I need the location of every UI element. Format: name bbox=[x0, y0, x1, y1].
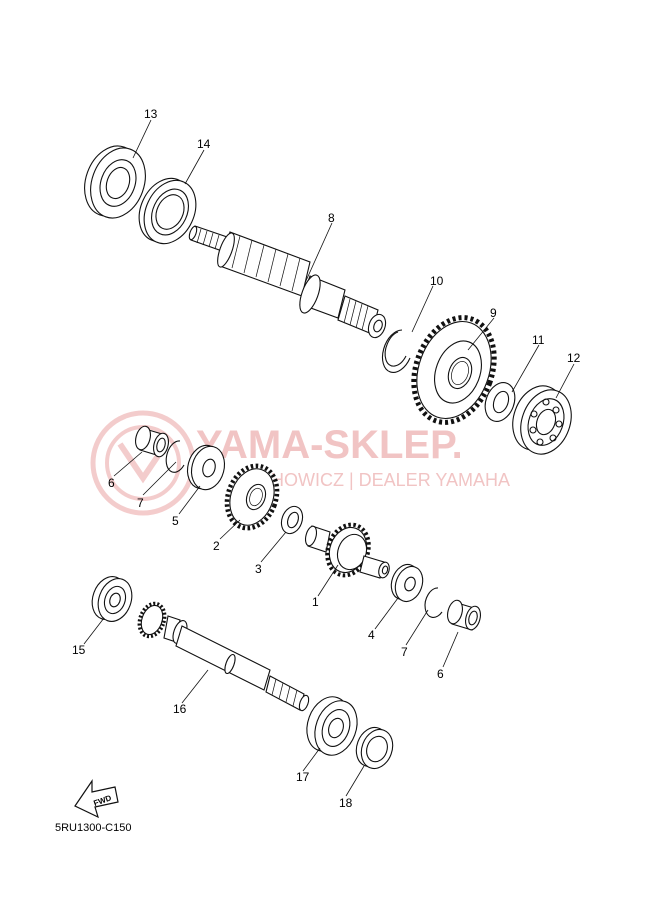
seal-18 bbox=[355, 726, 394, 770]
watermark-subtitle: CHOWICZ | DEALER YAMAHA bbox=[258, 470, 510, 490]
circlip-7-lower bbox=[424, 587, 443, 618]
bearing-12 bbox=[512, 385, 572, 455]
callout-5: 5 bbox=[172, 514, 179, 528]
callout-7-upper: 7 bbox=[137, 496, 144, 510]
bearing-17 bbox=[306, 696, 358, 756]
washer-5 bbox=[186, 444, 226, 491]
callout-10: 10 bbox=[430, 274, 444, 288]
callout-labels: 13 14 8 10 9 11 12 6 7 5 2 3 1 4 7 6 15 … bbox=[72, 107, 581, 810]
callout-3: 3 bbox=[255, 562, 262, 576]
axle-8 bbox=[188, 225, 387, 339]
bearing-13 bbox=[84, 145, 146, 219]
needle-bearing-6-lower bbox=[447, 599, 481, 631]
callout-16: 16 bbox=[173, 702, 187, 716]
circlip-10 bbox=[381, 329, 411, 373]
fwd-arrow-icon: FWD bbox=[74, 779, 119, 819]
circlip-7-upper bbox=[165, 440, 185, 473]
oil-seal-14 bbox=[138, 177, 197, 245]
callout-12: 12 bbox=[567, 351, 581, 365]
callout-2: 2 bbox=[213, 539, 220, 553]
bearing-15 bbox=[91, 576, 133, 622]
shaft-16 bbox=[137, 601, 310, 712]
washer-4 bbox=[390, 563, 424, 603]
callout-18: 18 bbox=[339, 796, 353, 810]
callout-4: 4 bbox=[368, 628, 375, 642]
drawing-code: 5RU1300-C150 bbox=[55, 822, 131, 834]
callout-8: 8 bbox=[328, 211, 335, 225]
shaft-1 bbox=[304, 522, 390, 579]
callout-6-lower: 6 bbox=[437, 667, 444, 681]
callout-14: 14 bbox=[197, 137, 211, 151]
washer-11 bbox=[484, 382, 516, 422]
callout-15: 15 bbox=[72, 643, 86, 657]
callout-1: 1 bbox=[312, 595, 319, 609]
callout-11: 11 bbox=[532, 333, 545, 347]
watermark-title: YAMA-SKLEP. bbox=[196, 423, 463, 467]
callout-17: 17 bbox=[296, 770, 310, 784]
callout-7-lower: 7 bbox=[401, 645, 408, 659]
callout-13: 13 bbox=[144, 107, 158, 121]
gear-9 bbox=[411, 315, 497, 425]
callout-6-upper: 6 bbox=[108, 476, 115, 490]
gear-2 bbox=[224, 463, 280, 531]
callout-9: 9 bbox=[490, 306, 497, 320]
needle-bearing-6-upper bbox=[135, 425, 169, 458]
washer-3 bbox=[280, 505, 304, 535]
watermark: YAMA-SKLEP. CHOWICZ | DEALER YAMAHA bbox=[90, 410, 510, 516]
leader-lines bbox=[83, 119, 575, 797]
